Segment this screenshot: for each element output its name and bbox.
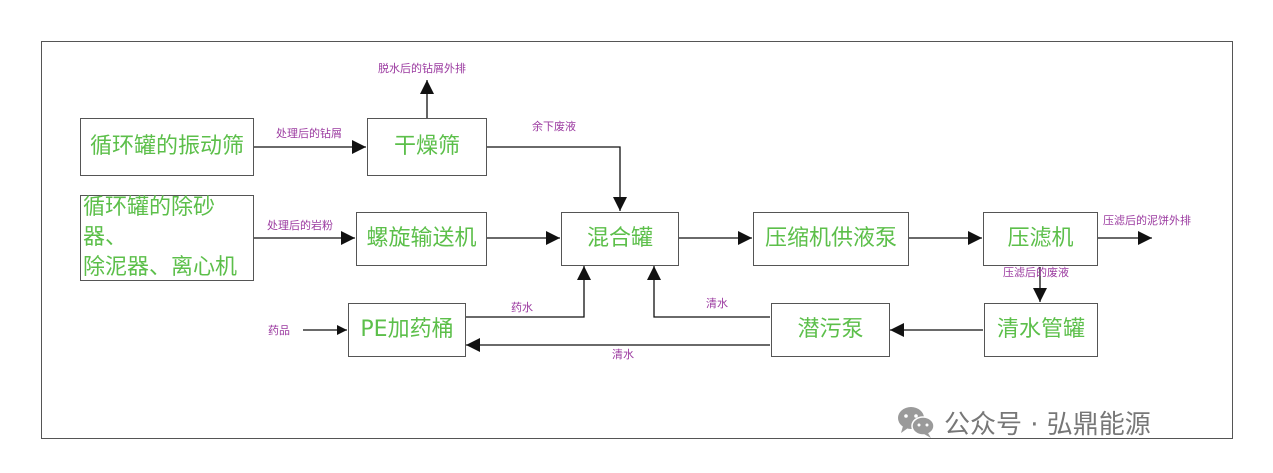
wechat-icon: [898, 407, 935, 438]
node-chusha: 循环罐的除砂器、 除泥器、离心机: [80, 195, 254, 281]
label-nibing: 压滤后的泥饼外排: [1103, 214, 1191, 227]
node-ganzaoshai: 干燥筛: [367, 118, 487, 176]
label-qingshui-up: 清水: [706, 297, 728, 310]
diagram-frame: [41, 41, 1233, 439]
arrow-qianwubeng-to-hunhe: [647, 266, 770, 318]
node-qingshui: 清水管罐: [984, 303, 1098, 357]
node-yalvji: 压滤机: [983, 212, 1098, 266]
node-hunhe: 混合罐: [561, 212, 679, 266]
label-yanfen: 处理后的岩粉: [267, 219, 333, 232]
arrow-pe-to-hunhe: [466, 266, 591, 318]
node-zhendongshai: 循环罐的振动筛: [80, 118, 254, 176]
label-yuxia: 余下废液: [532, 120, 576, 133]
arrow-ganzaoshai-to-hunhe: [486, 146, 627, 211]
label-zuxie: 处理后的钻屑: [276, 127, 342, 140]
node-qianwubeng: 潜污泵: [771, 303, 890, 357]
label-qingshui-back: 清水: [612, 348, 634, 361]
watermark: 公众号 · 弘鼎能源: [896, 402, 1151, 442]
label-yaopin: 药品: [268, 324, 290, 337]
node-pe: PE加药桶: [348, 303, 466, 357]
label-yaoshui: 药水: [511, 301, 533, 314]
node-luoxuan: 螺旋输送机: [356, 212, 487, 266]
watermark-text: 公众号 · 弘鼎能源: [944, 409, 1151, 440]
node-gongyebeng: 压缩机供液泵: [753, 212, 909, 266]
label-feiye: 压滤后的废液: [1003, 266, 1069, 279]
label-tuoshui: 脱水后的钻屑外排: [378, 62, 466, 75]
